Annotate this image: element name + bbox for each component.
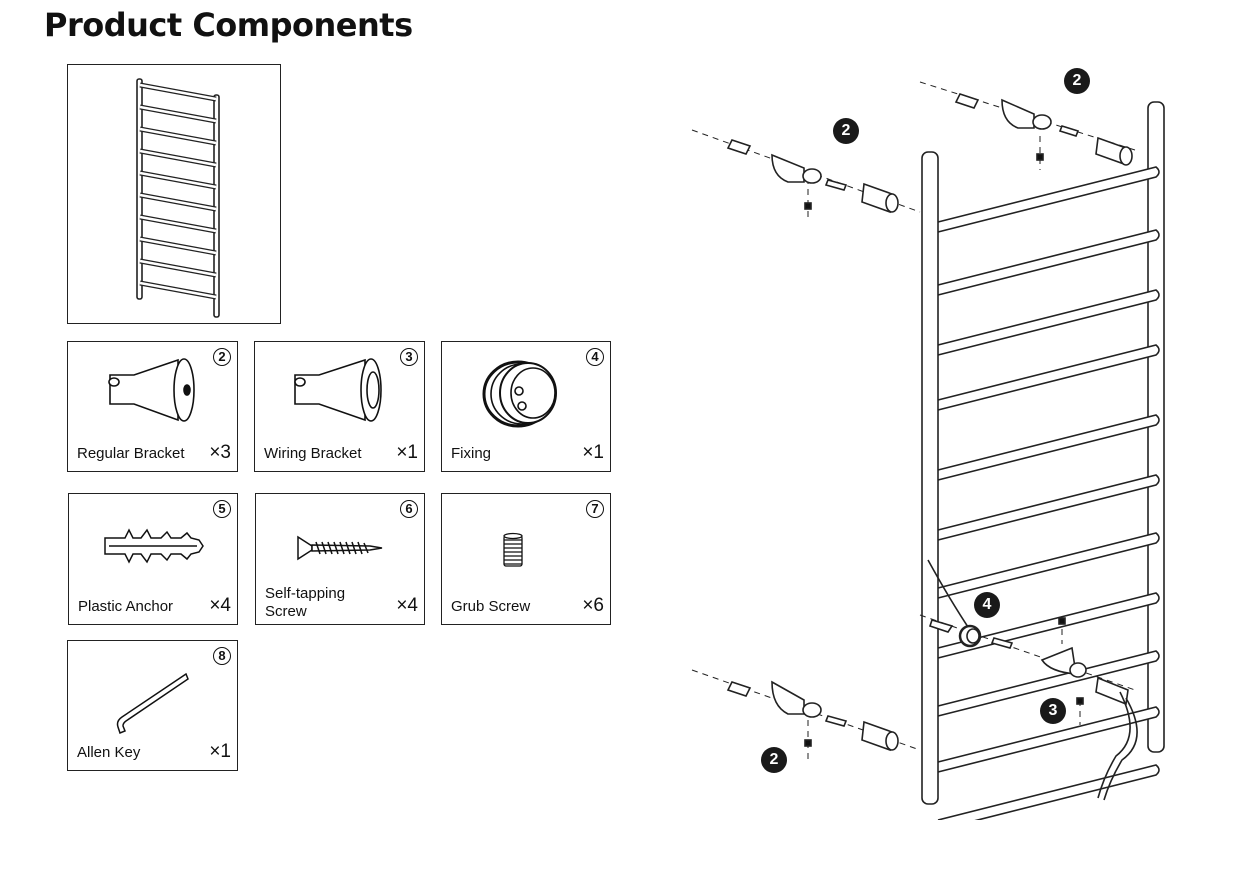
component-number: 6 [400,500,418,518]
component-number: 2 [213,348,231,366]
component-number: 3 [400,348,418,366]
rail-bar [937,344,1160,411]
rail-bar [937,532,1160,599]
wiring-bracket-icon [294,358,382,422]
component-quantity: ×4 [396,595,418,616]
component-card-allen-key: 8 Allen Key ×1 [67,640,238,771]
component-card-self-tapping-screw: 6 Self-tapping Screw ×4 [255,493,425,625]
component-label: Wiring Bracket [264,445,362,462]
component-quantity: ×1 [209,741,231,762]
component-label: Fixing [451,445,492,462]
regular-bracket-icon [108,358,195,422]
rail-bar-inner [139,237,217,255]
self-tapping-screw-icon [297,535,383,561]
rail-bar [937,764,1160,831]
rail-bar-inner [139,281,217,299]
component-number: 8 [213,647,231,665]
rail-bar [937,414,1160,481]
component-quantity: ×1 [396,442,418,463]
rail-bar [937,474,1160,541]
allen-key-icon [116,672,189,734]
component-number: 4 [586,348,604,366]
rail-bar-inner [139,127,217,145]
rail-bar [937,650,1160,717]
rail-bar-inner [139,171,217,189]
page-title: Product Components [44,6,413,44]
rail-bar [937,289,1160,356]
rail-bar-inner [139,149,217,167]
component-label: Self-tapping Screw [265,585,346,620]
rail-bar [937,706,1160,773]
component-card-wiring-bracket: 3 Wiring Bracket ×1 [254,341,425,472]
callout-number: 3 [1040,698,1066,724]
rail-bar-inner [139,259,217,277]
component-label: Allen Key [77,744,141,761]
component-label: Plastic Anchor [78,598,174,615]
component-card-fixing: 4 Fixing ×1 [441,341,611,472]
component-number: 7 [586,500,604,518]
component-quantity: ×3 [209,442,231,463]
component-card-grub-screw: 7 Grub Screw ×6 [441,493,611,625]
callout-number: 2 [761,747,787,773]
plastic-anchor-icon [104,528,204,564]
component-label: Grub Screw [451,598,531,615]
rail-bar-inner [139,193,217,211]
component-quantity: ×1 [582,442,604,463]
component-label: Regular Bracket [77,445,185,462]
rail-bar [937,229,1160,296]
callout-number: 4 [974,592,1000,618]
fixing-icon [482,360,557,428]
grub-screw-icon [503,532,523,567]
exploded-towel-rail-icon [691,81,1165,831]
rail-bar [937,166,1160,233]
component-card-plastic-anchor: 5 Plastic Anchor ×4 [68,493,238,625]
rail-bar-inner [139,215,217,233]
callout-number: 2 [1064,68,1090,94]
rail-bar-inner [139,105,217,123]
towel-rail-icon [136,78,220,318]
callout-number: 2 [833,118,859,144]
component-quantity: ×6 [582,595,604,616]
towel-rail-image [67,64,281,324]
component-card-regular-bracket: 2 Regular Bracket ×3 [67,341,238,472]
component-number: 5 [213,500,231,518]
component-quantity: ×4 [209,595,231,616]
rail-bar-inner [139,83,217,101]
assembly-diagram: 2 2 4 3 2 [680,60,1210,831]
